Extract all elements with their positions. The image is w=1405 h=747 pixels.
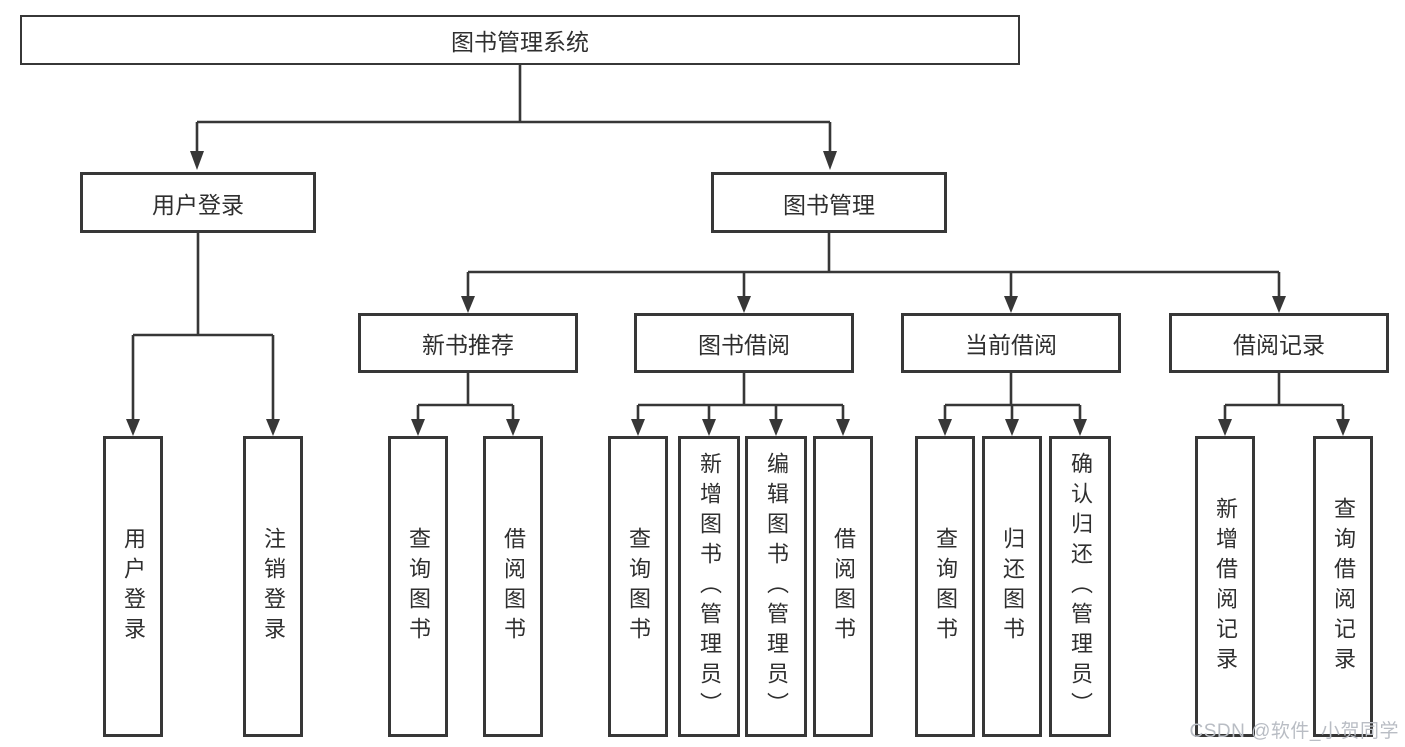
leaf-logout-label: 注销登录 (261, 526, 286, 647)
csdn-watermark: CSDN @软件_小贺同学 (1189, 721, 1399, 742)
leaf-add-books-admin: 新增图书（管理员） (678, 436, 740, 737)
leaf-newbook-borrow-books-label: 借阅图书 (501, 526, 526, 647)
leaf-borrow-borrow-books: 借阅图书 (813, 436, 873, 737)
node-book-management: 图书管理 (711, 172, 947, 233)
leaf-add-borrow-record-label: 新增借阅记录 (1213, 496, 1238, 677)
leaf-borrow-query-books: 查询图书 (608, 436, 668, 737)
leaf-newbook-borrow-books: 借阅图书 (483, 436, 543, 737)
leaf-newbook-query-books: 查询图书 (388, 436, 448, 737)
node-library-system: 图书管理系统 (20, 15, 1020, 65)
node-new-book-recommend: 新书推荐 (358, 313, 578, 373)
leaf-query-borrow-record-label: 查询借阅记录 (1331, 496, 1356, 677)
leaf-user-login-label: 用户登录 (121, 526, 146, 647)
leaf-user-login: 用户登录 (103, 436, 163, 737)
leaf-query-borrow-record: 查询借阅记录 (1313, 436, 1373, 737)
leaf-borrow-borrow-books-label: 借阅图书 (831, 526, 856, 647)
leaf-confirm-return-admin-label: 确认归还（管理员） (1068, 451, 1093, 722)
leaf-borrow-query-books-label: 查询图书 (626, 526, 651, 647)
leaf-logout: 注销登录 (243, 436, 303, 737)
leaf-edit-books-admin: 编辑图书（管理员） (745, 436, 807, 737)
node-current-borrowing: 当前借阅 (901, 313, 1121, 373)
node-book-borrowing: 图书借阅 (634, 313, 854, 373)
leaf-return-books-label: 归还图书 (1000, 526, 1025, 647)
leaf-current-query-books-label: 查询图书 (933, 526, 958, 647)
leaf-edit-books-admin-label: 编辑图书（管理员） (764, 451, 789, 722)
leaf-confirm-return-admin: 确认归还（管理员） (1049, 436, 1111, 737)
leaf-return-books: 归还图书 (982, 436, 1042, 737)
leaf-add-borrow-record: 新增借阅记录 (1195, 436, 1255, 737)
leaf-current-query-books: 查询图书 (915, 436, 975, 737)
leaf-add-books-admin-label: 新增图书（管理员） (697, 451, 722, 722)
node-borrowing-records: 借阅记录 (1169, 313, 1389, 373)
node-user-login: 用户登录 (80, 172, 316, 233)
leaf-newbook-query-books-label: 查询图书 (406, 526, 431, 647)
